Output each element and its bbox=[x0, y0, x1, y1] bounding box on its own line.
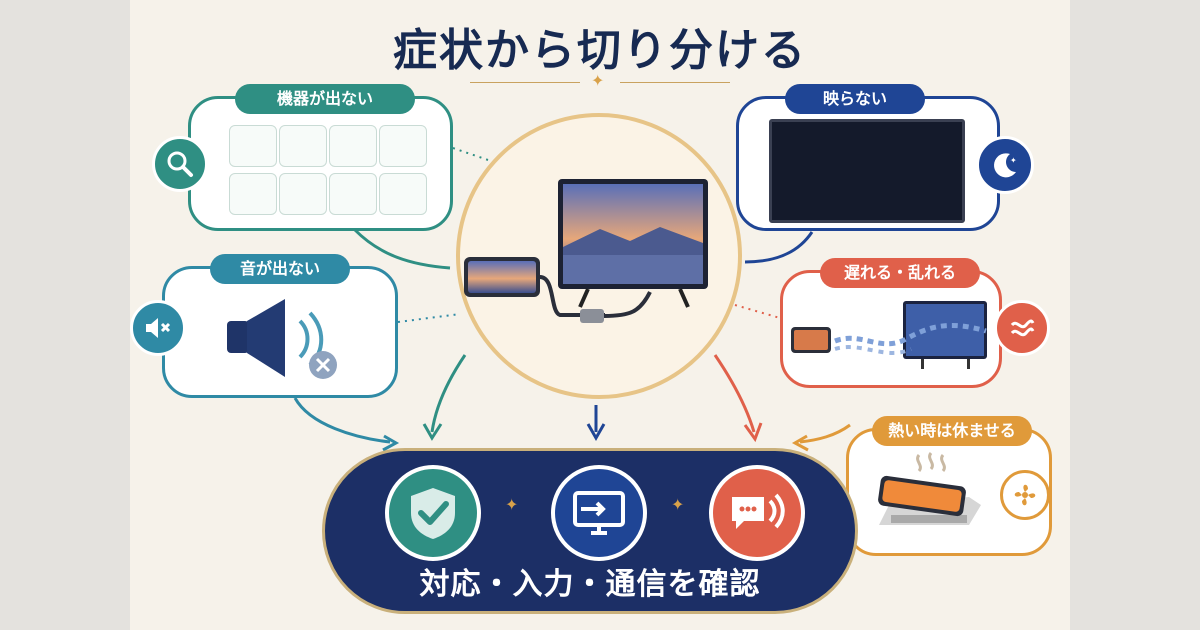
diagram-canvas: 症状から切り分ける ✦ 機器が出ない bbox=[130, 0, 1070, 630]
card-no-device bbox=[188, 96, 453, 231]
fan-icon bbox=[1000, 470, 1050, 520]
divider-sparkle-icon: ✦ bbox=[671, 495, 685, 514]
label-heat: 熱い時は休ませる bbox=[872, 416, 1032, 446]
shield-check-icon bbox=[385, 465, 481, 561]
card-no-picture bbox=[736, 96, 1000, 231]
speaker-mute-icon bbox=[130, 300, 186, 356]
check-panel: ✦ ✦ 対応・入力・通信を確認 bbox=[322, 448, 858, 614]
phone-stand-illustration bbox=[878, 452, 981, 525]
title-sparkle-icon: ✦ bbox=[591, 71, 605, 90]
signal-chat-icon bbox=[709, 465, 805, 561]
input-display-icon bbox=[551, 465, 647, 561]
svg-text:✦: ✦ bbox=[1010, 156, 1017, 165]
label-no-picture: 映らない bbox=[785, 84, 925, 114]
label-lag: 遅れる・乱れる bbox=[820, 258, 980, 288]
divider-sparkle-icon: ✦ bbox=[505, 495, 519, 514]
check-text: 対応・入力・通信を確認 bbox=[419, 567, 761, 602]
magnifier-icon bbox=[152, 136, 208, 192]
blank-tv-screen bbox=[769, 119, 965, 223]
center-tv-phone-illustration bbox=[456, 113, 742, 399]
title-rule-left bbox=[470, 82, 580, 83]
speaker-illustration bbox=[227, 299, 337, 379]
wave-icon bbox=[994, 300, 1050, 356]
title-rule-right bbox=[620, 82, 730, 83]
left-margin bbox=[0, 0, 130, 630]
moon-icon: ✦ bbox=[976, 136, 1034, 194]
card-no-sound bbox=[162, 266, 398, 398]
label-no-sound: 音が出ない bbox=[210, 254, 350, 284]
lag-illustration bbox=[791, 301, 987, 369]
right-margin bbox=[1070, 0, 1200, 630]
label-no-device: 機器が出ない bbox=[235, 84, 415, 114]
page-title: 症状から切り分ける bbox=[393, 25, 807, 76]
